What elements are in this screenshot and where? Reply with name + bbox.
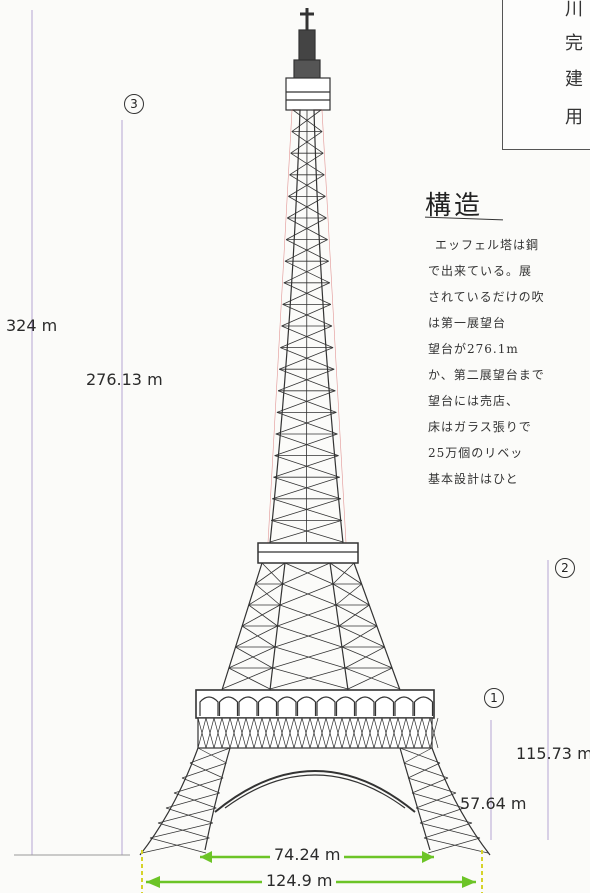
info-box: 川 完 建 用 <box>502 0 590 150</box>
info-line: 用 <box>565 107 583 128</box>
total-height-label: 324 m <box>6 316 58 335</box>
marker-1: 1 <box>484 688 504 708</box>
third-platform <box>285 77 331 111</box>
first-height-label: 57.64 m <box>460 794 527 813</box>
body-line: 望台には売店、 <box>428 394 520 408</box>
info-line: 建 <box>565 69 583 90</box>
tower-top-cupola <box>293 59 321 79</box>
body-line: 望台が276.1m <box>428 342 519 356</box>
body-line: で出来ている。展 <box>428 264 533 278</box>
body-line: 基本設計はひと <box>428 472 519 486</box>
upper-shaft <box>269 109 344 544</box>
second-platform <box>257 542 359 564</box>
body-line: は第一展望台 <box>428 316 507 330</box>
third-height-label: 276.13 m <box>86 370 163 389</box>
body-line: 25万個のリベッ <box>428 446 524 460</box>
inner-width-label: 74.24 m <box>270 845 345 864</box>
body-line: エッフェル塔は鋼 <box>435 238 540 252</box>
marker-2: 2 <box>555 558 575 578</box>
body-line: か、第二展望台まで <box>428 368 545 382</box>
tower-structure <box>139 8 491 856</box>
info-line: 川 <box>565 0 583 20</box>
marker-3: 3 <box>124 94 144 114</box>
base-width-label: 124.9 m <box>262 871 337 890</box>
base-arch <box>214 770 416 813</box>
second-height-label: 115.73 m <box>516 744 590 763</box>
info-line: 完 <box>565 33 583 54</box>
body-line: されているだけの吹 <box>428 290 545 304</box>
body-line: 床はガラス張りで <box>428 420 532 434</box>
middle-section <box>221 562 401 691</box>
left-leg <box>139 747 231 856</box>
section-title: 構造 <box>425 191 484 221</box>
right-leg <box>399 747 491 856</box>
